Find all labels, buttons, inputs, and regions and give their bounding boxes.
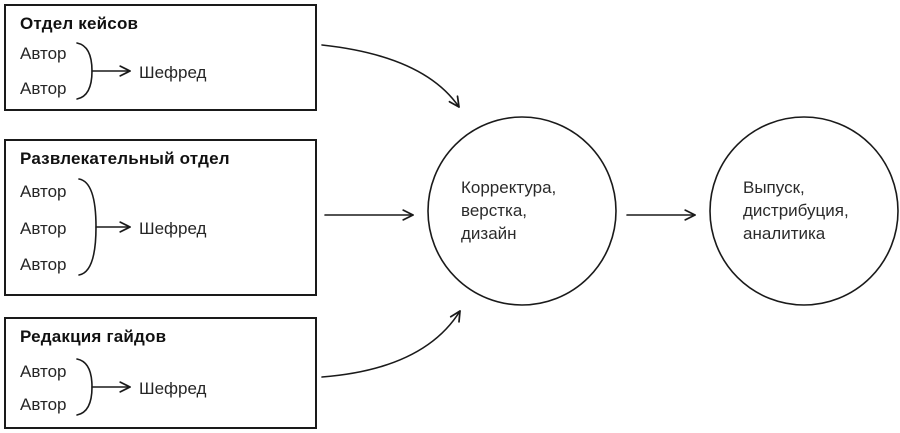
stage-label-line: Корректура, xyxy=(461,178,557,197)
department-title: Развлекательный отдел xyxy=(20,149,230,168)
department-box-cases: Отдел кейсов Автор Автор Шефред xyxy=(4,4,317,111)
department-title: Отдел кейсов xyxy=(20,14,139,33)
author-label: Автор xyxy=(20,395,67,414)
chief-editor-label: Шефред xyxy=(139,63,207,82)
author-label: Автор xyxy=(20,79,67,98)
chief-editor-label: Шефред xyxy=(139,219,207,238)
author-label: Автор xyxy=(20,182,67,201)
author-label: Автор xyxy=(20,255,67,274)
stage-circle-distribution xyxy=(709,116,899,306)
stage-circle-production xyxy=(427,116,617,306)
stage-label-line: дистрибуция, xyxy=(743,201,849,220)
stage-label-line: аналитика xyxy=(743,224,826,243)
chief-editor-label: Шефред xyxy=(139,379,207,398)
flow-arrow-guides-to-production xyxy=(321,310,461,378)
department-box-entertainment: Развлекательный отдел Автор Автор Автор … xyxy=(4,139,317,296)
department-box-guides: Редакция гайдов Автор Автор Шефред xyxy=(4,317,317,429)
flow-arrow-cases-to-production xyxy=(321,44,460,108)
stage-label-line: Выпуск, xyxy=(743,178,805,197)
author-label: Автор xyxy=(20,362,67,381)
stage-label-distribution: Выпуск, дистрибуция, аналитика xyxy=(743,176,849,245)
stage-label-production: Корректура, верстка, дизайн xyxy=(461,176,556,245)
stage-label-line: верстка, xyxy=(461,201,528,220)
author-label: Автор xyxy=(20,44,67,63)
author-label: Автор xyxy=(20,219,67,238)
stage-label-line: дизайн xyxy=(461,224,517,243)
department-title: Редакция гайдов xyxy=(20,327,167,346)
